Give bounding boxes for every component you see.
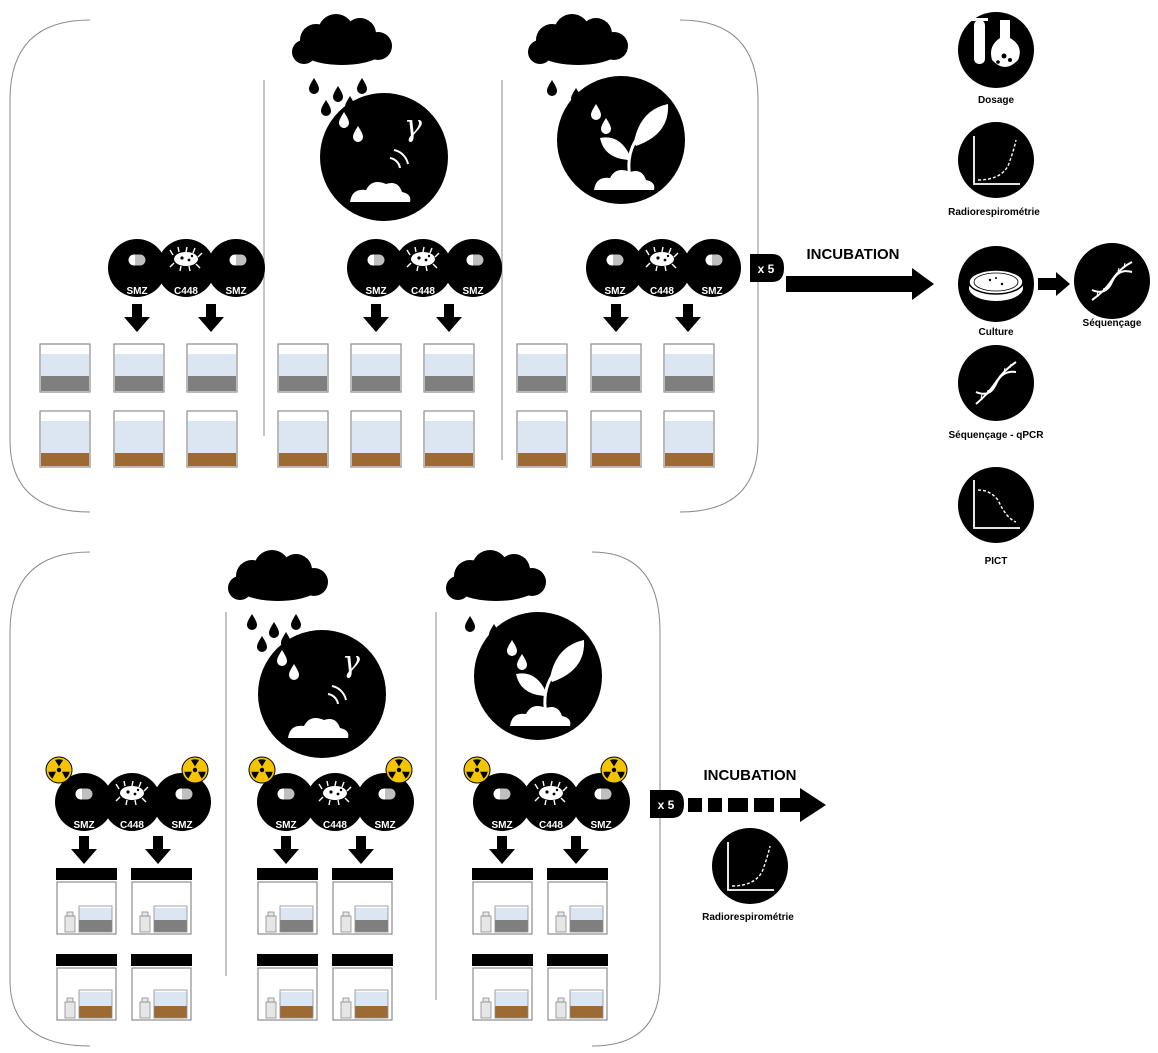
pict-label: PICT (985, 556, 1008, 567)
down-arrows (71, 836, 589, 864)
cloud-icon (446, 550, 546, 601)
smz-label: SMZ (225, 286, 246, 297)
x5-label: x 5 (758, 262, 775, 276)
treatment-c448-smz: C448 SMZ (522, 773, 630, 831)
svg-text:γ: γ (404, 109, 422, 144)
bottom-panel: γ SMZ C448 SMZ (9, 550, 826, 1047)
plant-sprout-icon (557, 76, 685, 204)
treatment-c448-smz: C448 SMZ (103, 773, 211, 831)
gamma-irradiation-icon: γ (320, 93, 448, 221)
dna-icon (1074, 243, 1150, 319)
incubation-arrow-dashed: INCUBATION (688, 767, 826, 822)
radiorespirometrie-label: Radiorespirométrie (948, 207, 1040, 218)
culture-label: Culture (979, 327, 1014, 338)
c448-label: C448 (174, 286, 198, 297)
dosage-label: Dosage (978, 95, 1015, 106)
c448-label: C448 (539, 820, 563, 831)
flask-icon (958, 12, 1034, 88)
incubation-label: INCUBATION (806, 246, 899, 263)
treatment-c448-smz: C448 SMZ (157, 239, 265, 297)
curve-chart-icon (958, 122, 1034, 198)
treatment-smz: SMZ (55, 773, 113, 831)
incubation-label: INCUBATION (703, 767, 796, 784)
curve-chart-icon (712, 828, 788, 904)
smz-label: SMZ (275, 820, 296, 831)
treatment-c448-smz: C448 SMZ (633, 239, 741, 297)
curve-chart-icon (958, 467, 1034, 543)
smz-label: SMZ (701, 286, 722, 297)
microcosm-beakers-grey (39, 343, 715, 393)
cloud-icon (228, 550, 328, 601)
petri-dish-icon (958, 246, 1034, 322)
replicates-badge: x 5 (650, 790, 684, 818)
smz-label: SMZ (491, 820, 512, 831)
treatment-c448-smz: C448 SMZ (306, 773, 414, 831)
cloud-icon (292, 14, 392, 65)
c448-label: C448 (411, 286, 435, 297)
smz-label: SMZ (604, 286, 625, 297)
down-arrows (124, 304, 701, 332)
c448-label: C448 (120, 820, 144, 831)
smz-label: SMZ (374, 820, 395, 831)
smz-label: SMZ (462, 286, 483, 297)
smz-label: SMZ (73, 820, 94, 831)
c448-label: C448 (323, 820, 347, 831)
smz-label: SMZ (590, 820, 611, 831)
replicates-badge: x 5 (750, 254, 784, 282)
sequencage-qpcr-label: Séquençage - qPCR (948, 430, 1044, 441)
plant-sprout-icon (474, 612, 602, 740)
respirometry-jars-soil (55, 953, 609, 1021)
smz-label: SMZ (171, 820, 192, 831)
c448-label: C448 (650, 286, 674, 297)
treatment-smz: SMZ (257, 773, 315, 831)
gamma-irradiation-icon: γ (258, 630, 386, 758)
treatment-smz: SMZ (586, 239, 644, 297)
analyses-column: Dosage Radiorespirométrie Culture (948, 12, 1150, 567)
treatment-c448-smz: C448 SMZ (394, 239, 502, 297)
treatment-smz: SMZ (347, 239, 405, 297)
radiorespirometrie-label: Radiorespirométrie (702, 912, 794, 923)
incubation-arrow: INCUBATION (786, 246, 934, 300)
cloud-icon (528, 14, 628, 65)
dna-icon (958, 345, 1034, 421)
microcosm-beakers-soil (39, 410, 715, 468)
treatment-smz: SMZ (473, 773, 531, 831)
x5-label: x 5 (658, 798, 675, 812)
smz-label: SMZ (365, 286, 386, 297)
respirometry-jars-grey (55, 867, 609, 935)
top-panel: γ SMZ C448 SMZ (9, 14, 934, 513)
treatment-smz: SMZ (108, 239, 166, 297)
svg-text:γ: γ (342, 645, 360, 680)
small-arrow (1038, 272, 1070, 296)
sequencage-label: Séquençage (1083, 318, 1142, 329)
smz-label: SMZ (126, 286, 147, 297)
